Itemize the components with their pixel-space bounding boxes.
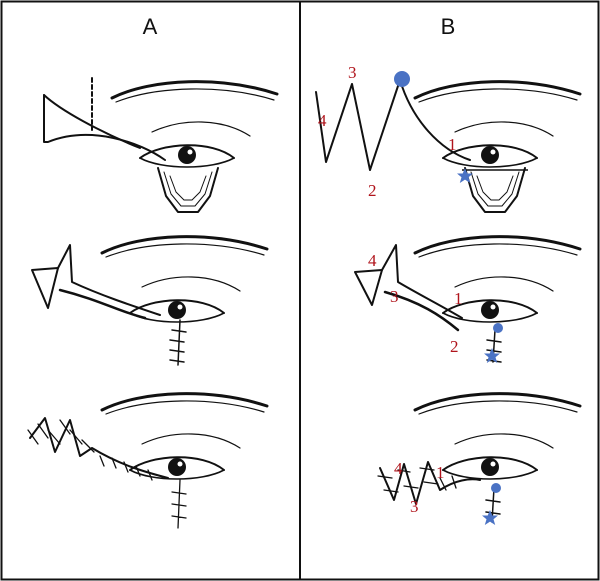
- panel-b-stage-transposition: 4 3 1 2: [354, 235, 582, 363]
- blue-star-marker: [482, 510, 498, 525]
- label-1: 1: [436, 463, 445, 482]
- panel-a: [27, 77, 279, 529]
- panel-b-stage-incision: 3 4 2 1: [315, 63, 582, 213]
- label-2: 2: [368, 181, 377, 200]
- blue-dot-marker: [394, 71, 410, 87]
- blue-dot-marker: [493, 323, 503, 333]
- label-1: 1: [448, 135, 457, 154]
- label-1: 1: [454, 289, 463, 308]
- label-4: 4: [394, 459, 403, 478]
- label-2: 2: [450, 337, 459, 356]
- label-4: 4: [368, 251, 377, 270]
- panel-a-stage-incision: [43, 77, 279, 213]
- label-4: 4: [318, 111, 327, 130]
- panel-title-b: B: [441, 14, 456, 39]
- label-3: 3: [348, 63, 357, 82]
- panel-b-stage-sutured: 4 1 3: [377, 392, 582, 525]
- label-3: 3: [410, 497, 419, 516]
- panel-b: 3 4 2 1 4 3 1 2 4 1: [315, 63, 582, 525]
- label-3: 3: [390, 287, 399, 306]
- panel-title-a: A: [143, 14, 158, 39]
- blue-dot-marker: [491, 483, 501, 493]
- panel-a-stage-sutured: [27, 392, 269, 529]
- panel-a-stage-transposition: [31, 235, 269, 366]
